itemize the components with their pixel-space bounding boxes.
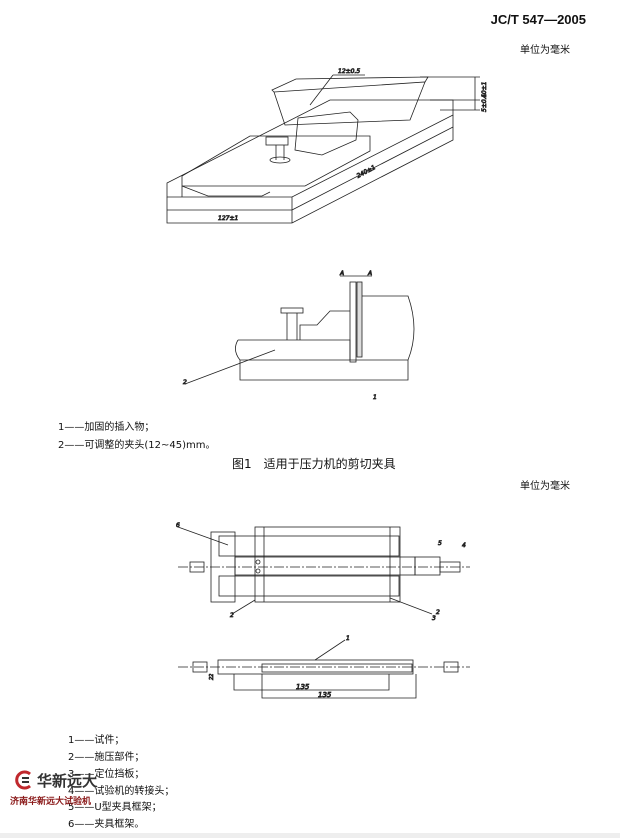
dim-135-b: 135 bbox=[318, 691, 332, 699]
dim-length: 240±1 bbox=[356, 164, 377, 180]
figure1-section-drawing: A A 2 1 bbox=[183, 270, 415, 401]
dim-135-a: 135 bbox=[296, 683, 310, 691]
fig2-legend-5: 5——U型夹具框架； bbox=[68, 802, 162, 813]
dim-22: 22 bbox=[209, 674, 215, 680]
fig2-legend-2: 2——施压部件； bbox=[68, 752, 145, 763]
callout-1: 1 bbox=[373, 394, 377, 401]
callout-2: 2 bbox=[183, 379, 187, 386]
callout-6: 6 bbox=[176, 522, 180, 529]
figure2-top-view: 6 5 4 2 3 2 bbox=[176, 522, 470, 622]
fig1-legend-2: 2——可调整的夹头(12~45)mm。 bbox=[58, 440, 216, 451]
callout-2a: 2 bbox=[230, 612, 234, 619]
unit-note: 单位为毫米 bbox=[520, 45, 570, 56]
watermark-company: 济南华新远大试验机 bbox=[10, 797, 92, 807]
callout-5: 5 bbox=[438, 540, 442, 547]
standard-code: JC/T 547—2005 bbox=[490, 12, 586, 27]
figure1-caption: 图1 适用于压力机的剪切夹具 bbox=[232, 457, 396, 471]
dim-width: 127±1 bbox=[218, 215, 238, 222]
page-bottom-edge bbox=[0, 833, 620, 838]
dim-height1: 40±1 bbox=[481, 82, 488, 98]
fig2-legend-1: 1——试件； bbox=[68, 735, 125, 746]
fig2-legend-6: 6——夹具框架。 bbox=[68, 819, 145, 830]
brand-logo-icon bbox=[15, 770, 31, 790]
figure2-side-view: 1 135 135 22 bbox=[178, 635, 470, 699]
section-label-a: A bbox=[339, 270, 344, 277]
section-label-b: A bbox=[367, 270, 372, 277]
figure1-isometric-drawing: 12±0.5 240±1 127±1 40±1 5±0.1 bbox=[166, 68, 488, 224]
callout-4: 4 bbox=[462, 542, 466, 549]
dim-height2: 5±0.1 bbox=[481, 94, 488, 112]
watermark-brand: 华新远大 bbox=[37, 772, 98, 790]
fig2-legend-4: 4——试验机的转接头； bbox=[68, 786, 175, 797]
fig2-unit-note: 单位为毫米 bbox=[520, 481, 570, 492]
callout-1: 1 bbox=[346, 635, 350, 642]
callout-3: 3 bbox=[432, 615, 436, 622]
fig1-legend-1: 1——加固的插入物； bbox=[58, 422, 155, 433]
callout-2b: 2 bbox=[436, 609, 440, 616]
dim-width-top: 12±0.5 bbox=[338, 68, 360, 75]
fig2-legend-3: 3——定位挡板； bbox=[68, 769, 145, 780]
